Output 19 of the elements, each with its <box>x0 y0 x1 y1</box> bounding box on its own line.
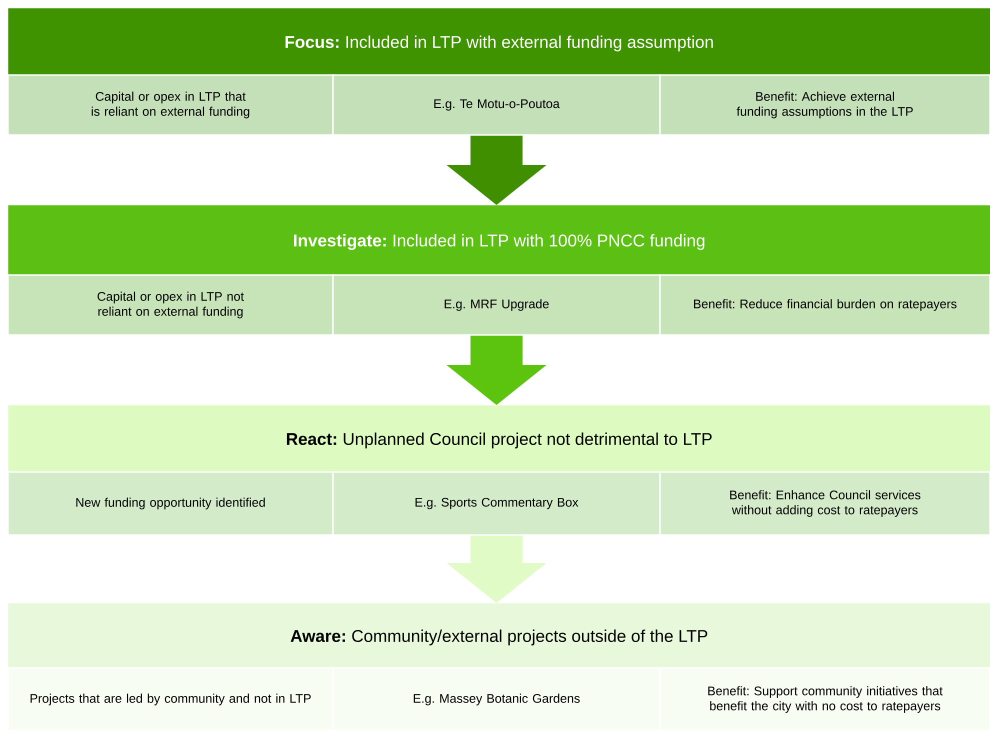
band-heading: React: Unplanned Council project not detrimental to LTP <box>8 405 990 472</box>
table-cell: E.g. Te Motu-o-Poutoa <box>332 74 661 136</box>
band-heading: Aware: Community/external projects outside of the LTP <box>8 603 990 668</box>
table-cell: E.g. MRF Upgrade <box>332 274 661 336</box>
table-cell: Benefit: Enhance Council services without adding cost to ratepayers <box>659 471 990 536</box>
block-arrow <box>446 536 546 603</box>
table-cell: E.g. Sports Commentary Box <box>332 471 661 536</box>
band-heading: Investigate: Included in LTP with 100% PNCC funding <box>8 205 990 276</box>
table-cell: Benefit: Reduce financial burden on ratepayers <box>659 274 990 336</box>
block-arrow <box>446 136 546 205</box>
table-cell: New funding opportunity identified <box>7 471 334 536</box>
table-cell: Projects that are led by community and not in LTP <box>7 667 334 731</box>
table-cell: Capital or opex in LTP not reliant on external funding <box>7 274 334 336</box>
table-cell: Capital or opex in LTP that is reliant on external funding <box>7 74 334 136</box>
table-cell: Benefit: Achieve external funding assumptions in the LTP <box>659 74 990 136</box>
table-cell: Benefit: Support community initiatives that benefit the city with no cost to ratepayers <box>659 667 990 731</box>
band-heading: Focus: Included in LTP with external funding assumption <box>8 8 990 76</box>
block-arrow <box>446 336 546 405</box>
table-cell: E.g. Massey Botanic Gardens <box>332 667 661 731</box>
